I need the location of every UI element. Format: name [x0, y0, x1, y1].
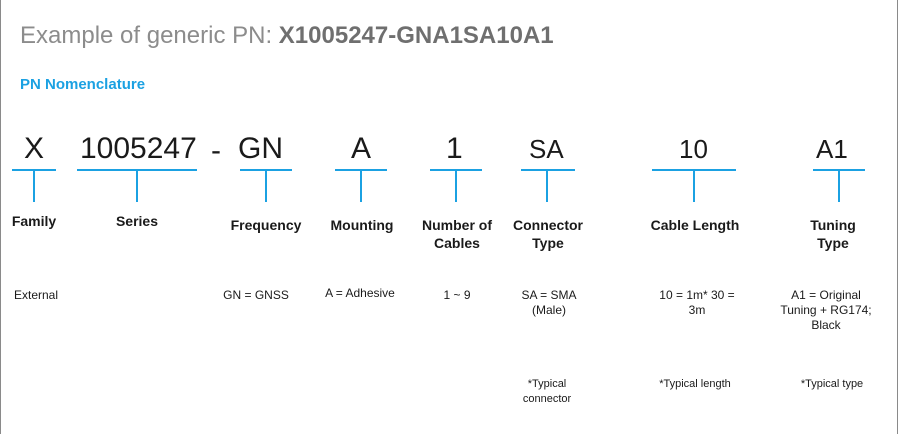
code-number-of-cables: 1 — [446, 132, 463, 165]
code-family: X — [24, 132, 45, 165]
title-prefix: Example of generic PN: — [20, 22, 273, 49]
label-connector-type: Connector Type — [513, 217, 583, 251]
label-number-of-cables: Number of Cables — [422, 217, 492, 251]
separator-dash: - — [211, 134, 221, 167]
bracket-stem-mounting — [360, 170, 362, 202]
label-series: Series — [115, 213, 159, 229]
value-tuning-type: A1 = Original Tuning + RG174; Black — [780, 288, 872, 332]
bracket-stem-connector-type — [546, 170, 548, 202]
subtitle: PN Nomenclature — [20, 76, 146, 93]
value-frequency: GN = GNSS — [223, 288, 289, 302]
value-family: External — [13, 288, 59, 302]
value-number-of-cables: 1 ~ 9 — [443, 288, 471, 302]
code-cable-length: 10 — [679, 134, 708, 164]
note-tuning-type: *Typical type — [800, 378, 864, 390]
value-connector-type: SA = SMA (Male) — [521, 288, 577, 317]
bracket-stem-number-of-cables — [455, 170, 457, 202]
bracket-stem-tuning-type — [838, 170, 840, 202]
title-part-number: X1005247-GNA1SA10A1 — [278, 22, 554, 49]
code-connector-type: SA — [529, 134, 564, 164]
code-tuning-type: A1 — [816, 134, 848, 164]
label-tuning-type: Tuning Type — [810, 217, 856, 251]
label-mounting: Mounting — [330, 217, 394, 233]
code-mounting: A — [351, 132, 372, 165]
code-frequency: GN — [238, 132, 283, 165]
value-cable-length: 10 = 1m* 30 = 3m — [659, 288, 735, 317]
value-mounting: A = Adhesive — [325, 286, 395, 300]
label-cable-length: Cable Length — [650, 217, 740, 233]
bracket-stem-cable-length — [693, 170, 695, 202]
note-connector-type: *Typical connector — [522, 378, 572, 405]
bracket-stem-frequency — [265, 170, 267, 202]
bracket-stem-series — [136, 170, 138, 202]
label-frequency: Frequency — [230, 217, 302, 233]
code-series: 1005247 — [80, 132, 197, 165]
note-cable-length: *Typical length — [659, 378, 731, 390]
bracket-stem-family — [33, 170, 35, 202]
label-family: Family — [11, 213, 57, 229]
bracket-bar-connector-type — [521, 169, 575, 171]
page-title: Example of generic PN: X1005247-GNA1SA10… — [20, 22, 554, 50]
